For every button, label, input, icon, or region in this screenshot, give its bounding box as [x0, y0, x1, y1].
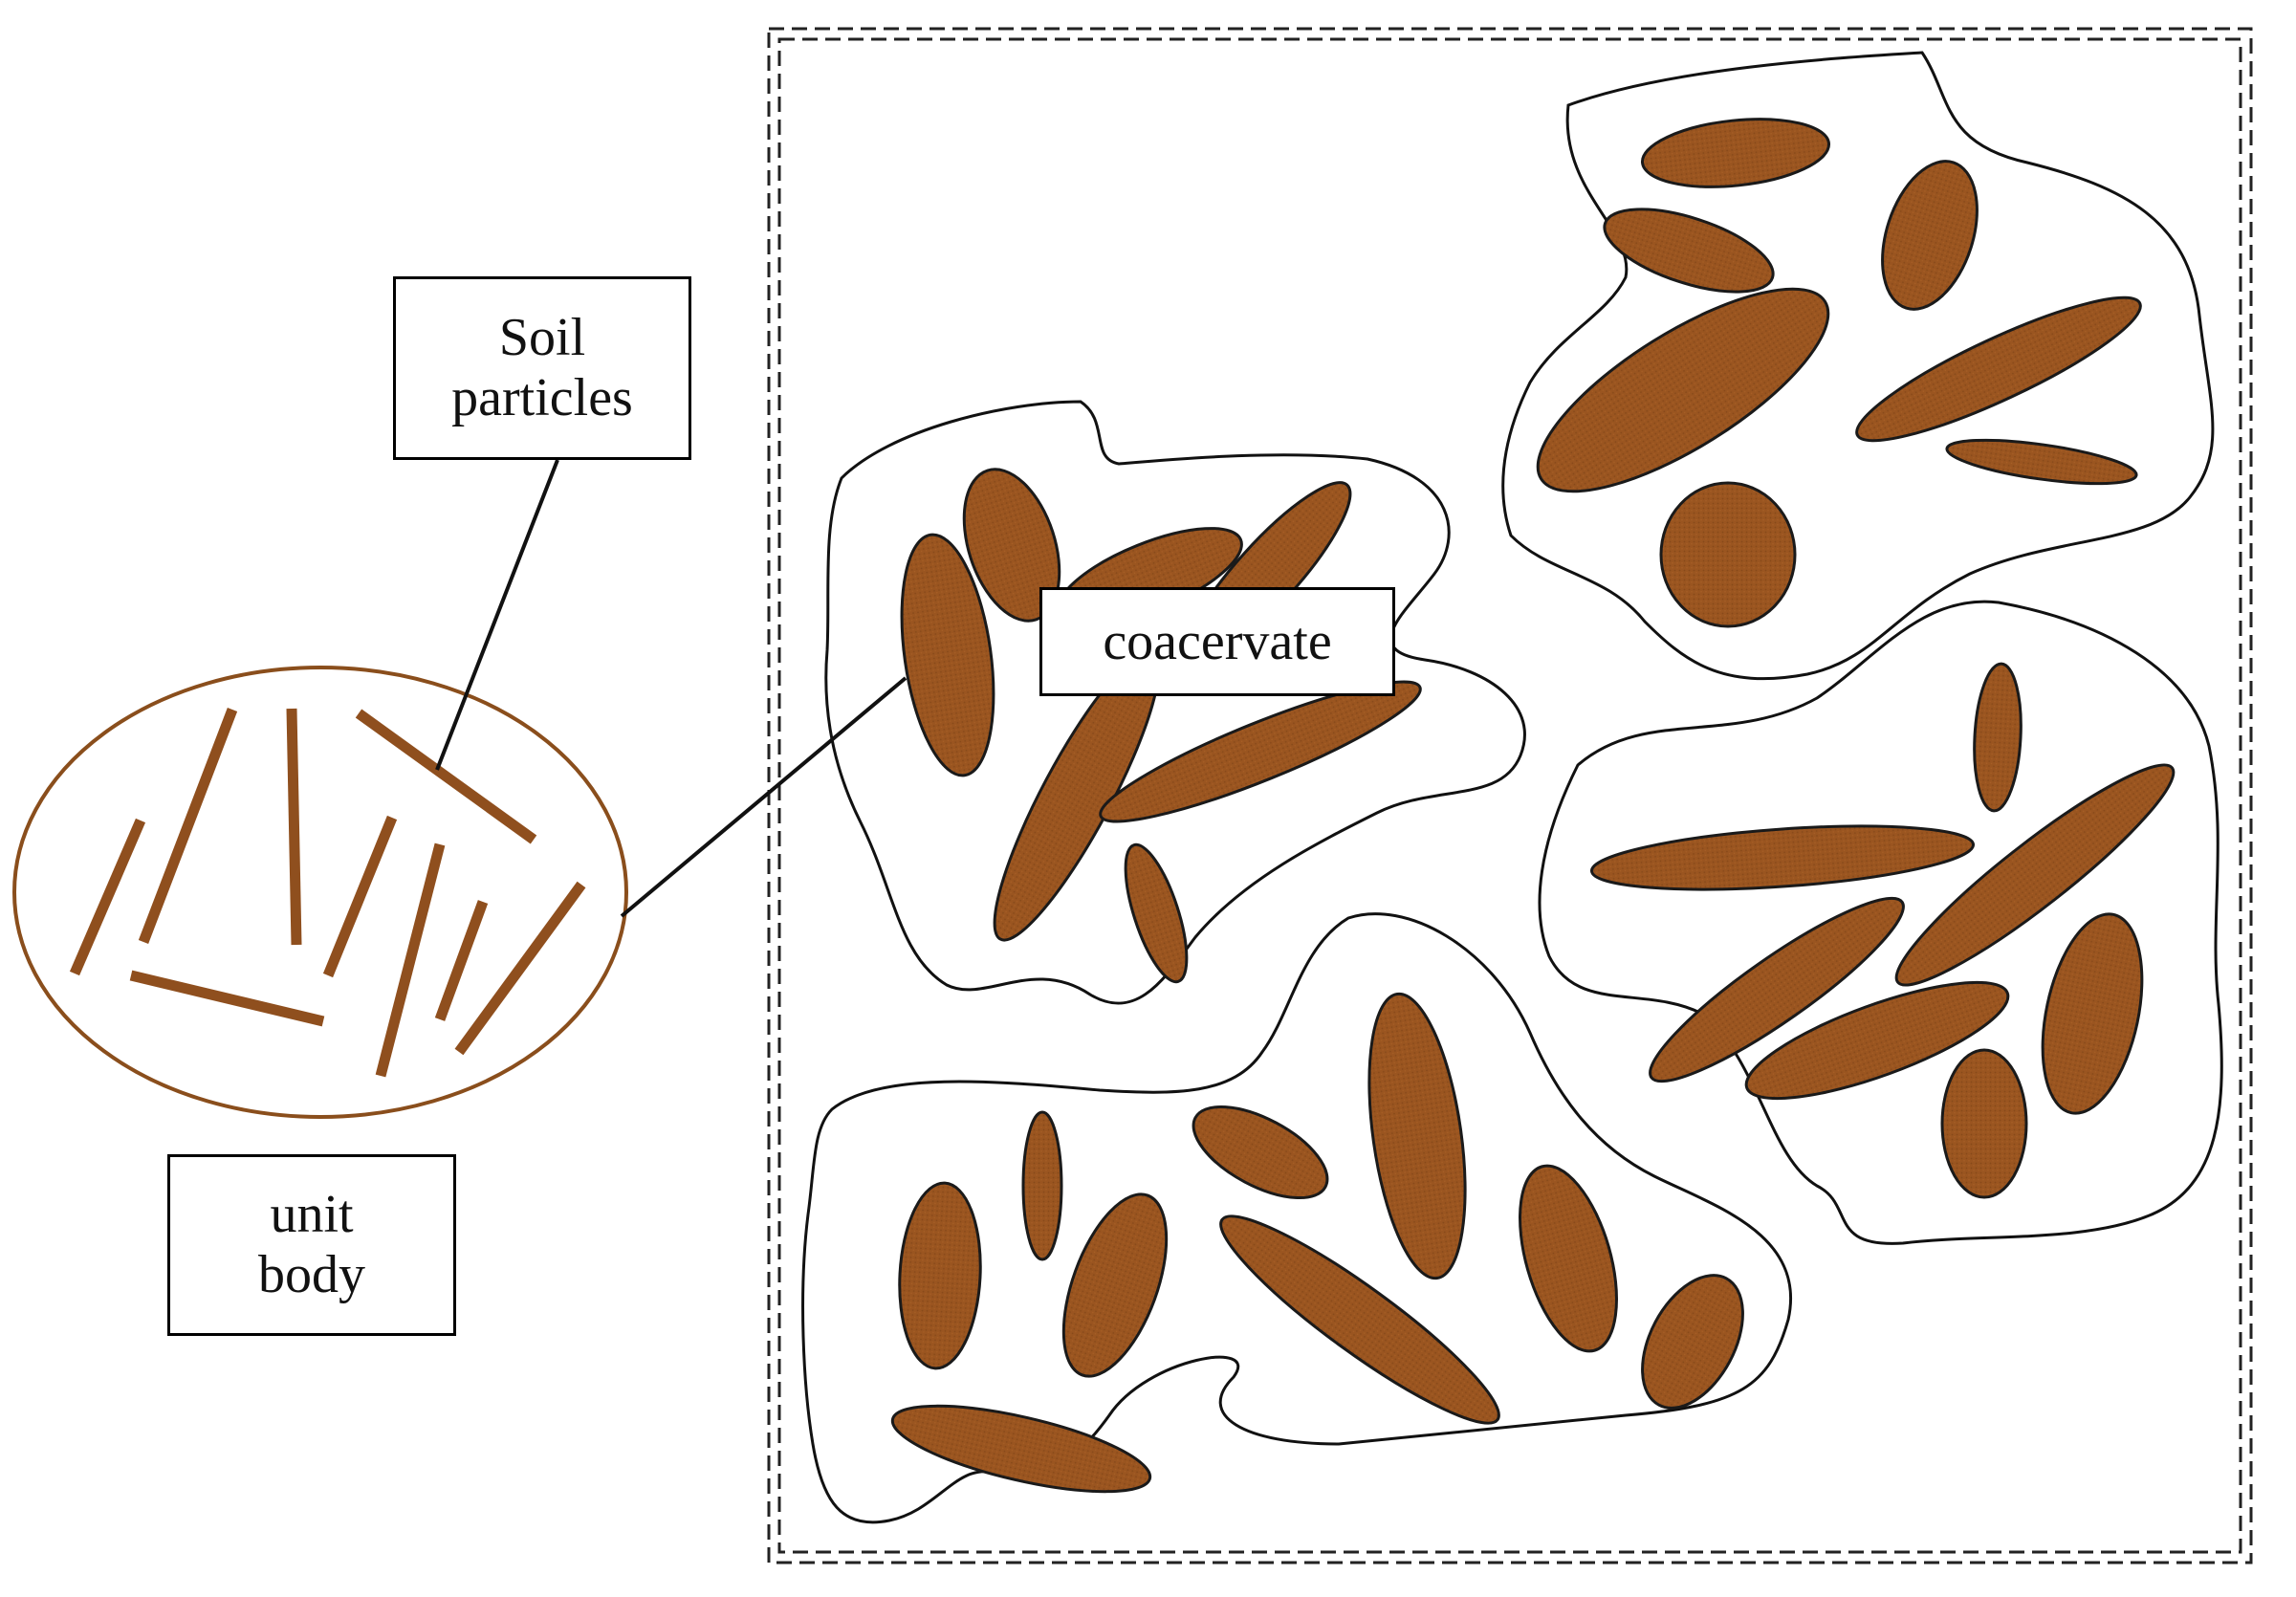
particle — [1659, 481, 1797, 628]
particle — [962, 468, 1061, 623]
coacervate-label: coacervate — [1039, 587, 1395, 696]
zoom-connector-line — [620, 676, 907, 918]
particle — [1367, 992, 1467, 1280]
particle — [1649, 896, 1905, 1083]
particle — [1894, 763, 2176, 987]
coacervate-label-text: coacervate — [1103, 611, 1332, 671]
soil-particles-label-line-1: Soil — [498, 308, 586, 368]
rod — [322, 815, 398, 978]
soil-particles-pointer — [435, 459, 559, 771]
particle — [1192, 1105, 1329, 1200]
particle — [898, 1181, 982, 1370]
particle — [1641, 1274, 1744, 1410]
particle — [1744, 980, 2010, 1101]
particle — [1603, 208, 1775, 294]
rod — [286, 708, 302, 946]
particle — [900, 533, 995, 777]
particle — [1519, 1164, 1618, 1353]
rod — [355, 709, 537, 844]
aggregate-outline-bottom — [801, 912, 1792, 1524]
particle — [1945, 438, 2138, 486]
soil-particles-label-line-2: particles — [451, 368, 633, 427]
unit-body-label-line-2: body — [258, 1245, 365, 1304]
particle — [1219, 1214, 1500, 1425]
particle — [1640, 118, 1831, 188]
sample-frame — [767, 27, 2253, 1564]
rod — [138, 708, 238, 944]
unit-body-outline — [12, 666, 628, 1119]
rod — [454, 881, 586, 1056]
particle — [1973, 662, 2023, 813]
particle — [1589, 824, 1976, 891]
particle — [1061, 1192, 1169, 1378]
unit-body-label-line-1: unit — [270, 1185, 354, 1245]
particle — [1855, 295, 2142, 443]
particle — [2041, 912, 2144, 1115]
particle — [1124, 842, 1189, 984]
rod — [434, 900, 489, 1021]
rod — [375, 842, 446, 1078]
unit-body-particles — [69, 708, 586, 1078]
particle — [1536, 287, 1830, 493]
particle — [1940, 1048, 2028, 1199]
soil-particles-label: Soil particles — [393, 276, 691, 460]
particle — [1881, 160, 1979, 311]
particle — [890, 1404, 1152, 1494]
aggregate-outline-top-right — [1501, 51, 2215, 681]
particle — [1099, 680, 1422, 823]
unit-body-label: unit body — [167, 1154, 456, 1336]
particle — [1021, 1110, 1063, 1261]
rod — [69, 818, 146, 976]
rod — [129, 970, 325, 1027]
